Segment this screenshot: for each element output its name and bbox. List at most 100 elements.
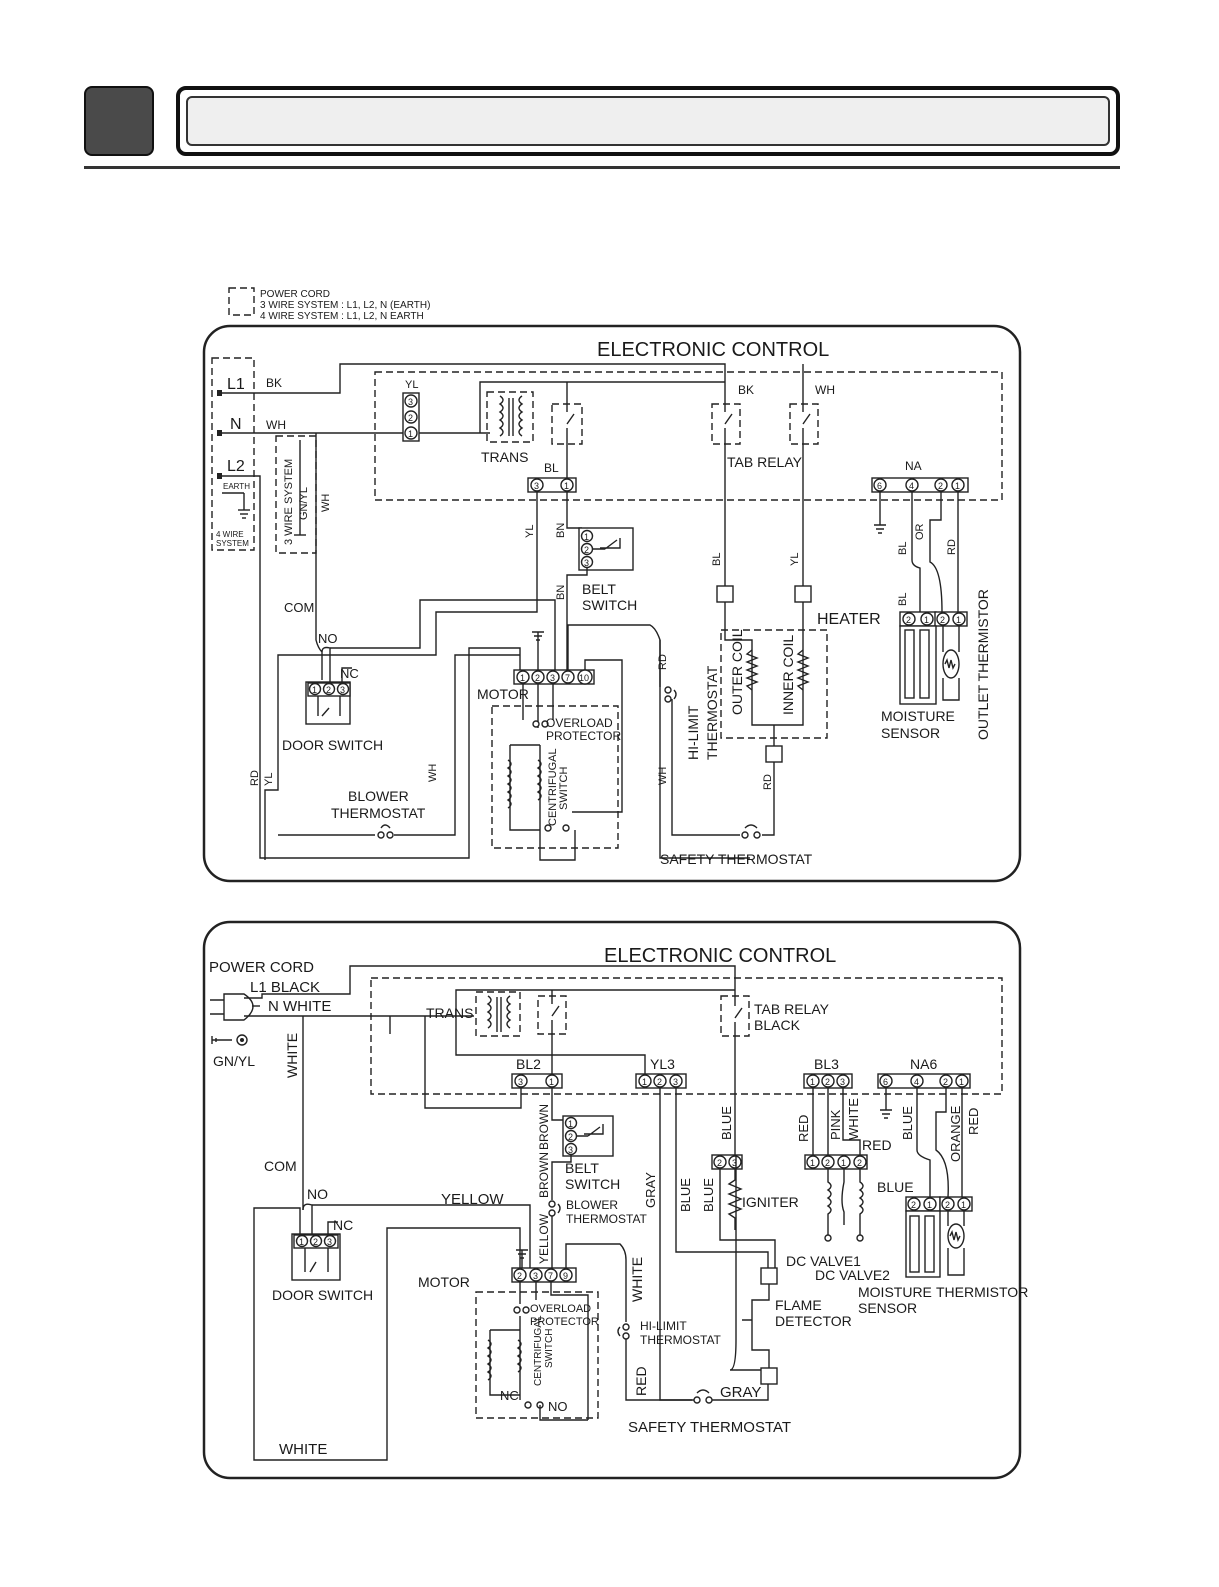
d2-red-na: RED	[966, 1108, 981, 1135]
svg-text:3: 3	[340, 685, 345, 695]
d1-rd-left: RD	[249, 770, 261, 786]
d1-overload: OVERLOAD	[546, 716, 613, 730]
d2-blower: BLOWER	[566, 1198, 618, 1212]
d2-red-h: RED	[862, 1137, 892, 1153]
svg-text:2: 2	[940, 615, 945, 625]
d2-nc-motor: NC	[500, 1388, 519, 1403]
d2-na6: NA6	[910, 1056, 937, 1072]
d2-sensor: SENSOR	[858, 1300, 917, 1316]
d1-nc: NC	[340, 666, 359, 681]
svg-text:2: 2	[911, 1200, 916, 1210]
d1-bl-ms: BL	[897, 593, 909, 606]
d1-inner-coil: INNER COIL	[780, 635, 796, 715]
d2-bl3: BL3	[814, 1056, 839, 1072]
d2-centrifugal-switch: SWITCH	[544, 1329, 555, 1368]
d1-title: ELECTRONIC CONTROL	[597, 339, 829, 361]
d1-3wire: 3 WIRE SYSTEM	[283, 459, 295, 545]
d1-blower-thermostat: THERMOSTAT	[331, 805, 426, 821]
svg-text:2: 2	[825, 1158, 830, 1168]
d1-bl-vert: BL	[711, 553, 723, 566]
d2-gray-v: GRAY	[643, 1172, 658, 1208]
d2-blower-thermostat: THERMOSTAT	[566, 1212, 648, 1226]
wiring-diagram-1: ELECTRONIC CONTROL L1 N L2 EARTH 4 WIRE …	[202, 324, 1022, 883]
d2-red-v2: RED	[633, 1366, 649, 1396]
d1-motor: MOTOR	[477, 686, 529, 702]
d1-l1: L1	[227, 376, 245, 393]
d2-n-white: N WHITE	[268, 998, 331, 1015]
svg-text:1: 1	[408, 429, 413, 439]
d1-blower: BLOWER	[348, 788, 409, 804]
d1-hi-limit: HI-LIMIT	[685, 705, 701, 760]
svg-text:1: 1	[564, 481, 569, 491]
d2-gray-h: GRAY	[720, 1384, 761, 1401]
svg-text:1: 1	[299, 1237, 304, 1247]
svg-text:3: 3	[840, 1077, 845, 1087]
d2-no: NO	[307, 1186, 328, 1202]
d1-sensor: SENSOR	[881, 725, 940, 741]
d2-tab-black: BLACK	[754, 1017, 801, 1033]
svg-text:7: 7	[548, 1271, 553, 1281]
d2-power-cord: POWER CORD	[209, 959, 314, 976]
d1-or-na: OR	[914, 523, 926, 540]
svg-text:1: 1	[955, 481, 960, 491]
svg-text:2: 2	[517, 1271, 522, 1281]
d2-flame: FLAME	[775, 1297, 822, 1313]
d1-rd-heat: RD	[762, 774, 774, 790]
d2-yellow: YELLOW	[441, 1191, 504, 1208]
d1-trans: TRANS	[481, 449, 528, 465]
header-rule	[84, 166, 1120, 169]
d1-wh-vert: WH	[320, 494, 332, 512]
d1-yl-left: YL	[263, 773, 275, 786]
svg-text:2: 2	[825, 1077, 830, 1087]
d1-bn-1: BN	[555, 523, 567, 538]
d1-outer-coil: OUTER COIL	[729, 629, 745, 715]
d2-yl3: YL3	[650, 1056, 675, 1072]
svg-text:10: 10	[579, 673, 589, 683]
svg-text:1: 1	[956, 615, 961, 625]
d1-relay-bk: BK	[738, 383, 754, 397]
d1-earth: EARTH	[223, 482, 250, 491]
svg-text:1: 1	[841, 1158, 846, 1168]
d2-motor: MOTOR	[418, 1274, 470, 1290]
section-number-box	[84, 86, 154, 156]
d2-brown-1: BROWN	[537, 1104, 551, 1150]
d1-system: SYSTEM	[216, 539, 249, 548]
wiring-diagram-2: ELECTRONIC CONTROL POWER CORD L1 BLACK N…	[202, 920, 1028, 1480]
svg-text:1: 1	[924, 615, 929, 625]
d2-dc-valve1: DC VALVE1	[786, 1253, 861, 1269]
svg-text:1: 1	[312, 685, 317, 695]
svg-text:2: 2	[945, 1200, 950, 1210]
d1-na: NA	[905, 459, 922, 473]
d2-centrifugal: CENTRIFUGAL	[533, 1315, 544, 1386]
d2-safety-thermostat: SAFETY THERMOSTAT	[628, 1419, 791, 1436]
d2-moisture: MOISTURE	[858, 1284, 932, 1300]
d2-igniter: IGNITER	[742, 1194, 799, 1210]
d1-bl-label: BL	[544, 461, 559, 475]
d2-bl2: BL2	[516, 1056, 541, 1072]
d1-wire-bk: BK	[266, 376, 282, 390]
d1-wh-hl: WH	[657, 767, 669, 785]
svg-text:2: 2	[313, 1237, 318, 1247]
d1-gnyl: GN/YL	[298, 487, 310, 520]
svg-text:2: 2	[717, 1158, 722, 1168]
svg-text:1: 1	[520, 673, 525, 683]
d2-hi-limit-thermostat: THERMOSTAT	[640, 1333, 722, 1347]
d1-outlet-thermistor: OUTLET THERMISTOR	[975, 589, 991, 740]
svg-text:2: 2	[943, 1077, 948, 1087]
d1-relay-wh: WH	[815, 383, 835, 397]
d2-belt-switch: SWITCH	[565, 1176, 620, 1192]
d1-safety-thermostat: SAFETY THERMOSTAT	[660, 851, 813, 867]
d2-blue-v2: BLUE	[701, 1178, 716, 1212]
svg-text:2: 2	[857, 1158, 862, 1168]
d1-rd-hl: RD	[657, 654, 669, 670]
d2-overload: OVERLOAD	[530, 1303, 591, 1315]
svg-text:1: 1	[959, 1077, 964, 1087]
d1-moisture: MOISTURE	[881, 708, 955, 724]
d2-dc-valve2: DC VALVE2	[815, 1267, 890, 1283]
d2-red-v: RED	[796, 1115, 811, 1142]
svg-text:4: 4	[914, 1077, 919, 1087]
d1-four-wire: 4 WIRE	[216, 530, 244, 539]
svg-text:1: 1	[961, 1200, 966, 1210]
svg-text:3: 3	[534, 481, 539, 491]
